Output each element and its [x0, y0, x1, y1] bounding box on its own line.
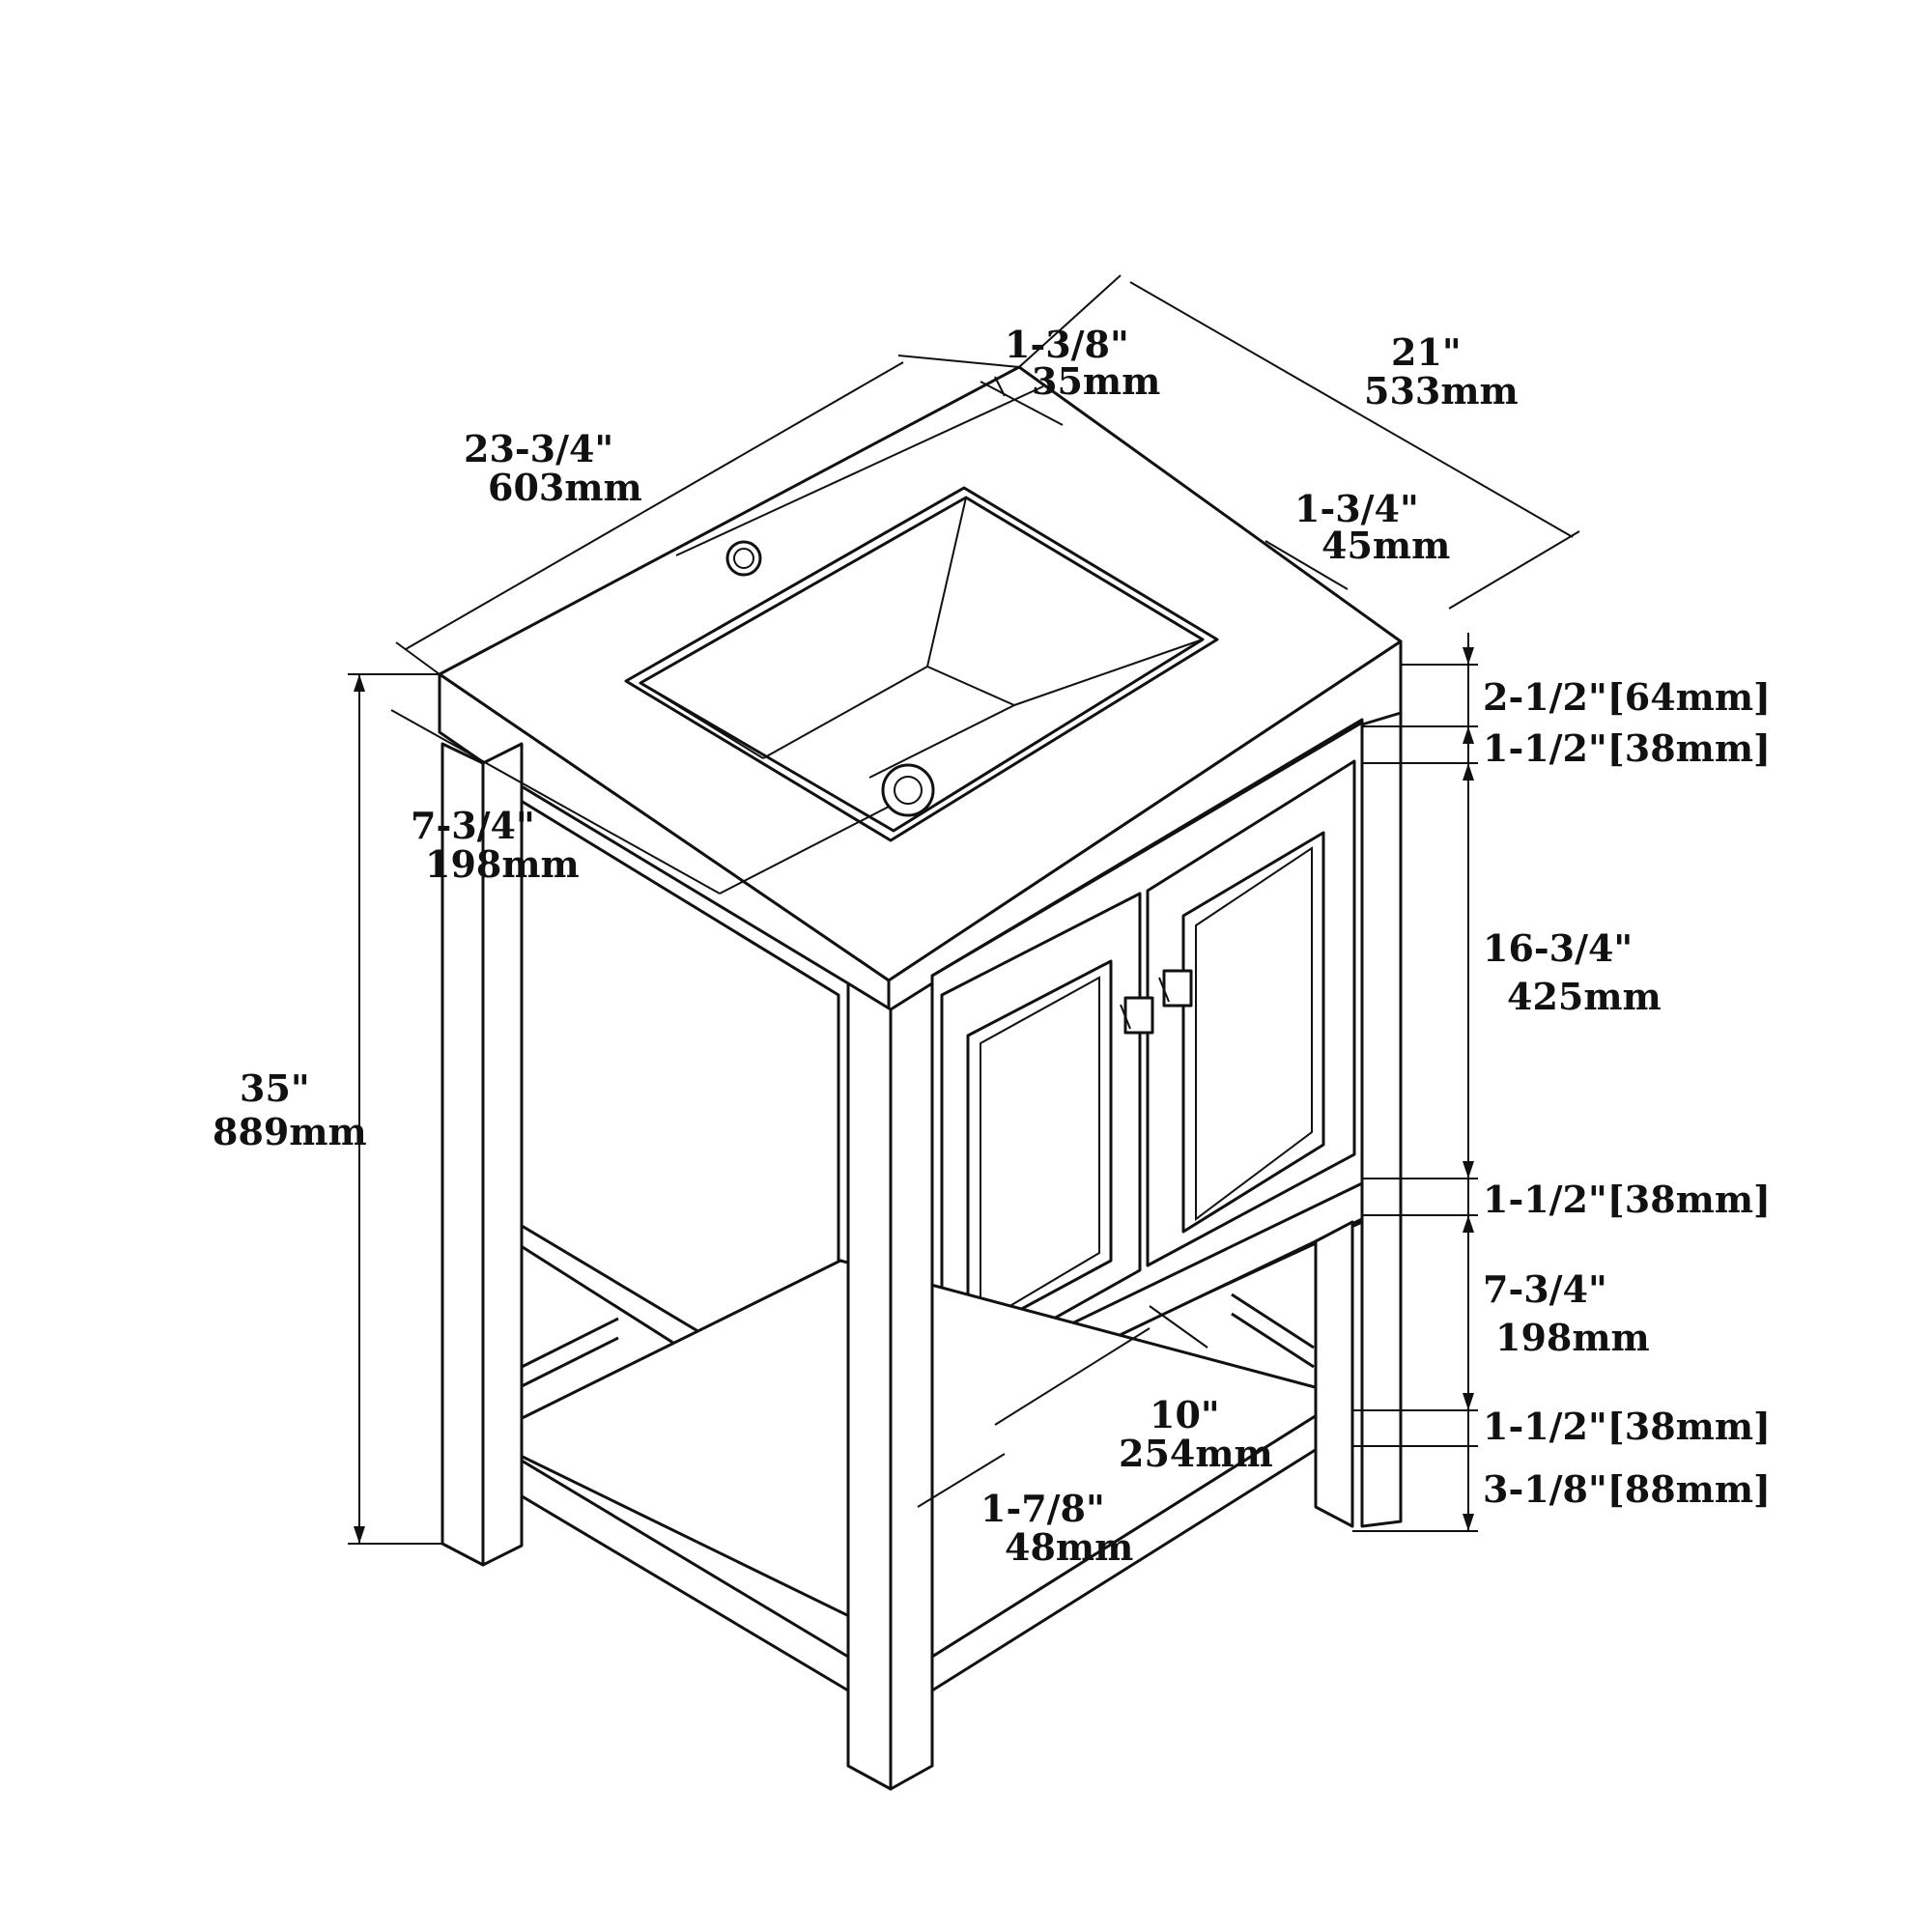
upper-rail-line	[931, 721, 1363, 978]
shelf-depth-inch-label: 10"	[1150, 1393, 1220, 1436]
door-height-inch-label: 16-3/4"	[1483, 926, 1633, 970]
dimension-labels: 23-3/4" 603mm 1-3/8" 35mm 21" 533mm 1-3/…	[213, 323, 1771, 1569]
front-leg-front	[846, 981, 893, 1791]
sink-basin	[624, 486, 1219, 842]
width-mm-label: 603mm	[488, 466, 642, 509]
right-door-panel-inner	[1195, 846, 1313, 1221]
height-mm-label: 889mm	[213, 1110, 367, 1153]
backsplash-mm-label: 35mm	[1032, 359, 1160, 403]
open-shelf-inch-label: 7-3/4"	[1483, 1267, 1607, 1311]
shelf-back-rail	[521, 1317, 619, 1369]
backsplash-inch-label: 1-3/8"	[1005, 323, 1129, 366]
overhang-mm-label: 198mm	[425, 842, 580, 886]
shelf-depth-mm-label: 254mm	[1119, 1432, 1273, 1475]
left-door-panel-inner	[980, 976, 1100, 1325]
height-inch-label: 35"	[240, 1066, 310, 1110]
left-door-frame	[940, 892, 1142, 1383]
left-door[interactable]	[940, 892, 1142, 1383]
shelf-right-rail	[1231, 1293, 1315, 1350]
depth-inch-label: 21"	[1391, 330, 1462, 374]
dimension-lines	[348, 274, 1580, 1545]
basin-floor	[762, 665, 1017, 779]
toe-height-label: 3-1/8"[88mm]	[1483, 1467, 1771, 1511]
right-door[interactable]	[1146, 759, 1356, 1267]
basin-left-corner	[639, 682, 764, 759]
shelf-thickness-label: 1-1/2"[38mm]	[1483, 1405, 1771, 1448]
top-thickness-label: 2-1/2"[64mm]	[1483, 675, 1771, 719]
backsplash-line	[675, 385, 1044, 556]
leg-width-inch-label: 1-7/8"	[980, 1487, 1105, 1530]
lower-rail-label: 1-1/2"[38mm]	[1483, 1178, 1771, 1221]
right-door-panel	[1181, 831, 1325, 1234]
overhang-inch-label: 7-3/4"	[411, 804, 535, 847]
depth-mm-label: 533mm	[1364, 369, 1519, 412]
right-leg-front	[1360, 711, 1403, 1528]
leg-width-mm-label: 48mm	[1005, 1525, 1133, 1569]
basin-drain-inner	[894, 776, 923, 805]
faucet-hole	[725, 540, 762, 577]
door-handles	[1120, 969, 1193, 1035]
basin-back-corner	[926, 497, 967, 668]
front-leg-side	[889, 981, 934, 1791]
open-shelf-mm-label: 198mm	[1495, 1316, 1650, 1359]
basin-right-corner	[1013, 639, 1204, 706]
back-left-leg	[1314, 1220, 1354, 1528]
upper-rail-label: 1-1/2"[38mm]	[1483, 726, 1771, 770]
left-leg-side	[481, 742, 524, 1567]
door-height-mm-label: 425mm	[1507, 975, 1662, 1018]
width-inch-label: 23-3/4"	[464, 427, 613, 470]
legs	[440, 711, 1403, 1791]
faucet-hole-inner	[733, 548, 754, 569]
basin-drain	[881, 763, 935, 817]
left-door-panel	[966, 959, 1113, 1340]
basin-margin-inch-label: 1-3/4"	[1294, 487, 1419, 530]
basin-margin-mm-label: 45mm	[1321, 524, 1450, 567]
